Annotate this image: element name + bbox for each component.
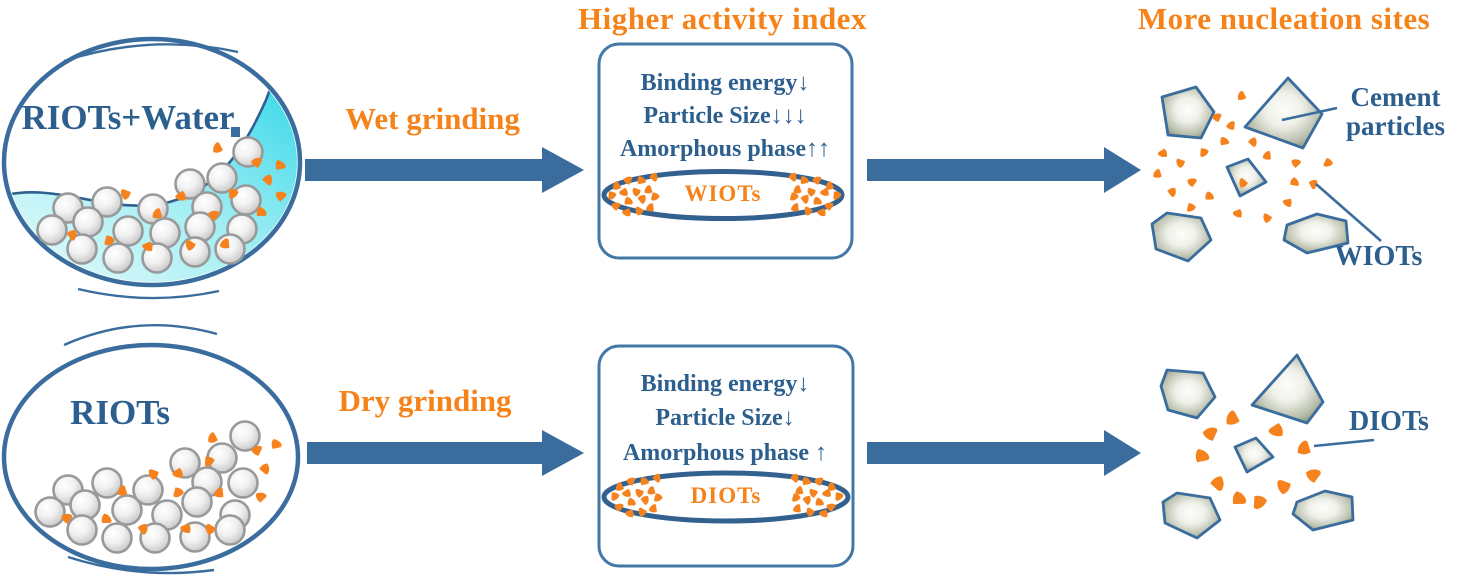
grain-particle: [1288, 176, 1301, 189]
sphere-particle: [229, 420, 261, 452]
sphere-particle: [36, 214, 68, 246]
sphere-particle: [139, 522, 171, 554]
grain-particle: [1232, 208, 1243, 218]
grain-particle: [1247, 136, 1259, 149]
grain-particle: [258, 462, 272, 477]
dry-nucleation-cluster: [1159, 353, 1355, 540]
flow-arrow-wet-2: [867, 147, 1141, 193]
cement-pointer-line: [1281, 106, 1338, 122]
grain-particle: [1281, 196, 1294, 208]
dry-dish: [1, 324, 301, 575]
grain-particle: [1166, 187, 1177, 198]
cement-particle: [1161, 491, 1222, 540]
grain-particle: [255, 491, 268, 504]
cement-particle: [1282, 212, 1350, 255]
sphere-particle: [34, 496, 66, 528]
grain-particle: [1152, 168, 1164, 179]
wet-dish: [1, 36, 303, 300]
tailing-spheres: [36, 136, 264, 274]
sphere-particle: [102, 242, 134, 274]
grain-particle: [1157, 148, 1168, 158]
sphere-particle: [179, 236, 211, 268]
flow-arrow-dry-1: [307, 430, 584, 476]
sphere-particle: [91, 467, 123, 499]
sphere-particle: [66, 233, 98, 265]
grain-particle: [1291, 157, 1303, 169]
sphere-particle: [214, 514, 246, 546]
cement-particle: [1159, 368, 1217, 420]
grain-particle: [213, 142, 223, 153]
dish-outline: [1, 342, 301, 572]
grain-particle: [1262, 149, 1274, 162]
cement-particle: [1243, 76, 1324, 150]
dish-rim-arc-top: [63, 43, 239, 63]
cement-particle: [1150, 211, 1213, 263]
grain-particle: [1248, 492, 1268, 512]
sphere-particle: [227, 467, 259, 499]
sphere-particle: [181, 486, 213, 518]
wiots-pointer-line: [1315, 183, 1382, 242]
grain-particle: [1261, 211, 1274, 224]
cement-particle: [1233, 436, 1275, 474]
grain-particle: [1225, 119, 1238, 132]
grain-particle: [1226, 410, 1240, 425]
dish-outline: [1, 36, 303, 288]
grain-particle: [1201, 423, 1222, 443]
wiots-ellipse: [601, 169, 845, 221]
diots-pointer-line: [1313, 438, 1375, 448]
grain-particle: [1321, 156, 1334, 169]
grain-particle: [1219, 136, 1231, 148]
sphere-particle: [132, 474, 164, 506]
grain-particle: [1209, 475, 1227, 494]
grain-particle: [1193, 448, 1211, 466]
grain-particle: [1203, 190, 1216, 203]
sphere-particle: [206, 162, 238, 194]
grain-particle: [1197, 146, 1210, 159]
grain-particle: [1305, 466, 1324, 485]
dish-rim-arc-bottom: [77, 287, 220, 300]
sphere-particle: [112, 215, 144, 247]
cement-particle: [1225, 157, 1268, 198]
dry-result-box: [597, 344, 855, 568]
sphere-particle: [111, 494, 143, 526]
diots-ellipse: [601, 470, 851, 524]
wet-result-box: [597, 42, 854, 260]
grain-particle: [1186, 176, 1199, 189]
grain-particle: [1273, 475, 1294, 496]
sphere-particle: [91, 186, 123, 218]
grain-particle: [1297, 439, 1313, 456]
dish-rim-arc-bottom: [67, 555, 215, 575]
grain-particle: [1237, 90, 1247, 100]
flow-arrow-dry-2: [867, 430, 1141, 476]
grain-particle: [1184, 201, 1197, 214]
sphere-particle: [101, 522, 133, 554]
flow-arrow-wet-1: [305, 147, 584, 193]
grain-particle: [270, 438, 283, 452]
grain-particle: [1268, 422, 1284, 438]
wave-fleck: [231, 127, 240, 137]
sphere-particle: [66, 514, 98, 546]
wet-nucleation-cluster: [1150, 76, 1350, 263]
grain-particle: [1230, 490, 1249, 509]
grain-particle: [1174, 156, 1187, 169]
sphere-particle: [72, 206, 104, 238]
tailing-spheres: [34, 420, 261, 554]
cement-particle: [1291, 489, 1355, 532]
grain-particle: [208, 432, 218, 443]
dish-rim-arc-top: [63, 324, 218, 347]
cement-particle: [1250, 353, 1325, 425]
cement-particle: [1160, 85, 1216, 140]
sphere-particle: [214, 233, 246, 265]
